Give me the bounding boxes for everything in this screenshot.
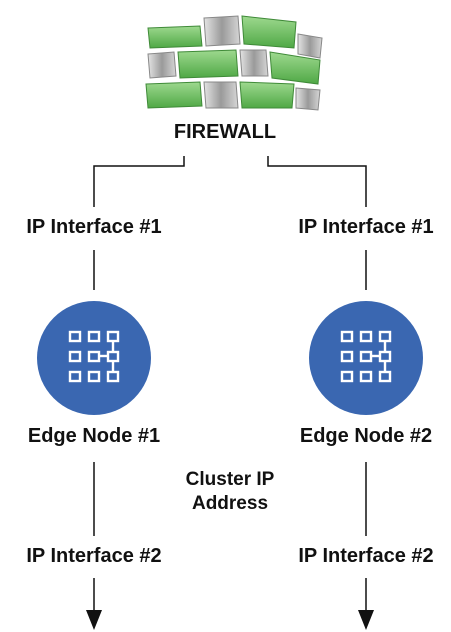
right-ip-interface-2-label: IP Interface #2 (298, 545, 434, 567)
cluster-label-line-1: Cluster IP (185, 469, 275, 490)
left-ip-interface-2-label: IP Interface #2 (26, 545, 162, 567)
cluster-ip-address-label: Cluster IP Address (186, 468, 275, 516)
brick-wall-icon (145, 15, 323, 111)
right-ip-interface-1-label: IP Interface #1 (298, 216, 434, 238)
grid-network-icon (68, 330, 120, 383)
cluster-label-line-2: Address (191, 493, 269, 514)
edge-node-2-circle (309, 301, 423, 415)
edge-node-1-label: Edge Node #1 (27, 425, 161, 447)
firewall-label: FIREWALL (173, 121, 277, 143)
right-arrowhead (358, 610, 374, 630)
left-firewall-connector (93, 156, 185, 207)
left-arrowhead (86, 610, 102, 630)
grid-network-icon (340, 330, 392, 383)
left-ip-interface-1-label: IP Interface #1 (26, 216, 162, 238)
right-firewall-connector (267, 156, 367, 207)
connector-lines (93, 156, 367, 622)
edge-node-2-label: Edge Node #2 (299, 425, 433, 447)
edge-node-1-circle (37, 301, 151, 415)
